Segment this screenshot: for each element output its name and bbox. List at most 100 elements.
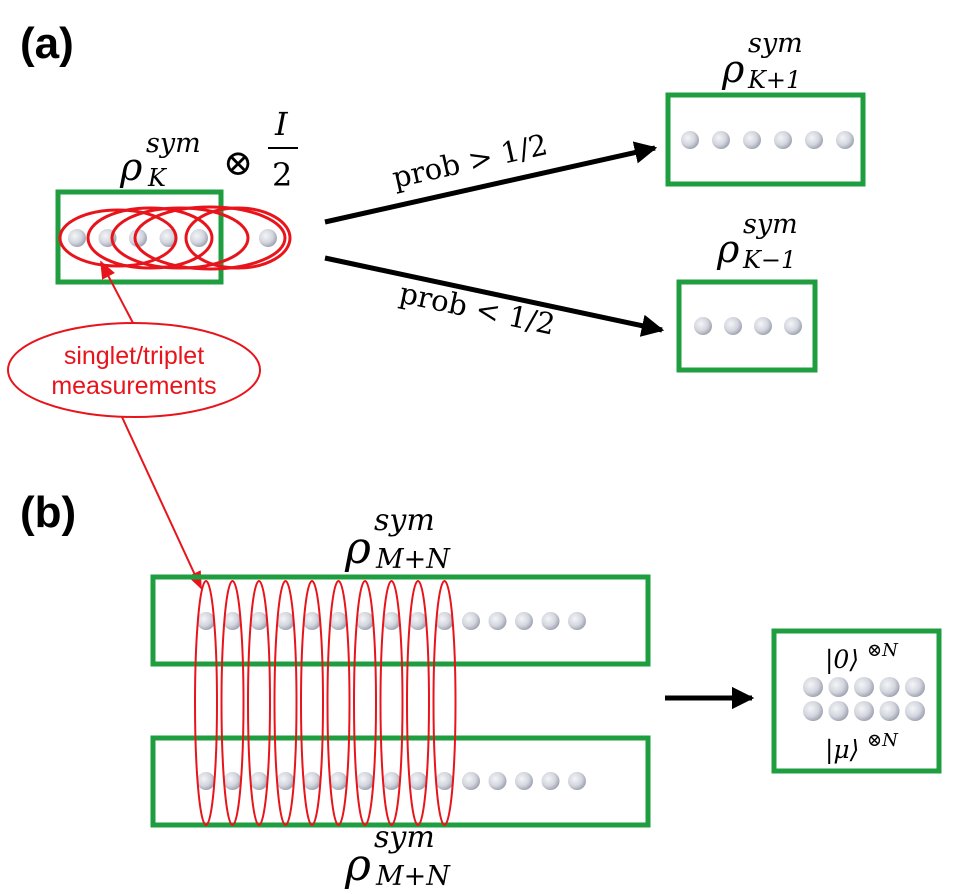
input-state-box: [55, 189, 224, 285]
qubit-sphere-icon: [803, 701, 823, 721]
rho-subscript: K: [147, 164, 168, 192]
fraction-denominator: 2: [272, 156, 292, 194]
qubit-sphere-icon: [329, 772, 348, 790]
ket-mu-power: ⊗N: [867, 730, 899, 751]
qubit-sphere-icon: [568, 772, 586, 790]
measurement-loop: [326, 580, 351, 826]
qubit-sphere-icon: [754, 317, 772, 335]
qubit-sphere-icon: [854, 677, 874, 697]
result-bottom-label: |μ⟩ ⊗N: [825, 730, 899, 765]
callout-line-1: singlet/triplet: [64, 342, 204, 370]
output-bottom-qubit-row: [694, 317, 802, 335]
measurement-loop: [220, 580, 245, 826]
qubit-sphere-icon: [382, 772, 401, 790]
state-top-box: [150, 574, 651, 667]
panel-a-label: (a): [20, 19, 74, 68]
fraction-numerator: I: [274, 105, 289, 143]
qubit-sphere-icon: [836, 131, 854, 149]
qubit-sphere-icon: [250, 612, 268, 630]
measurement-loop: [379, 580, 404, 826]
measurement-loop: [86, 206, 214, 270]
qubit-sphere-icon: [303, 612, 321, 630]
state-bottom-qubit-row: [197, 772, 586, 790]
rho-superscript: sym: [748, 28, 803, 59]
qubit-sphere-icon: [515, 612, 533, 630]
rho-subscript: K+1: [747, 66, 801, 94]
result-top-label: |0⟩ ⊗N: [825, 640, 899, 675]
rho-subscript: K−1: [742, 246, 796, 274]
state-bottom-label: ρ sym M+N: [344, 820, 451, 892]
qubit-sphere-icon: [681, 131, 699, 149]
qubit-sphere-icon: [568, 612, 586, 630]
qubit-sphere-icon: [159, 229, 178, 247]
state-top-label: ρ sym M+N: [344, 503, 451, 575]
measurement-loop: [300, 580, 324, 826]
input-state-label: ρ sym K ⊗ I 2: [119, 105, 298, 194]
qubit-sphere-icon: [805, 131, 823, 149]
output-bottom-label: ρ sym K−1: [716, 209, 798, 274]
measurement-loop: [406, 580, 430, 826]
qubit-sphere-icon: [223, 612, 242, 630]
measurement-loop: [273, 580, 298, 826]
qubit-sphere-icon: [276, 612, 295, 630]
rho-superscript: sym: [374, 820, 435, 855]
qubit-sphere-icon: [129, 229, 147, 247]
arrow-right-icon: [324, 255, 665, 337]
qubit-sphere-icon: [905, 677, 925, 697]
rho-superscript: sym: [146, 128, 201, 159]
qubit-sphere-icon: [905, 701, 925, 721]
qubit-sphere-icon: [694, 317, 712, 335]
qubit-sphere-icon: [828, 701, 849, 721]
qubit-sphere-icon: [774, 131, 792, 149]
ket-mu: |μ⟩: [825, 735, 859, 765]
measurement-loop: [247, 580, 271, 826]
qubit-sphere-icon: [854, 701, 874, 721]
result-box: [771, 628, 942, 774]
callout-bubble: [7, 322, 261, 418]
qubit-sphere-icon: [197, 772, 215, 790]
measurement-loop: [133, 205, 287, 271]
callout-pointer-down: [121, 416, 202, 590]
callout-pointer-up: [100, 260, 134, 324]
ancilla-qubit: [259, 229, 277, 247]
measurement-loop: [194, 580, 218, 826]
qubit-sphere-icon: [197, 612, 215, 630]
qubit-sphere-icon: [879, 677, 900, 697]
arrow-top-label: prob > 1/2: [389, 127, 550, 195]
measurement-loops-b: [194, 580, 457, 826]
measurement-loop: [184, 206, 292, 270]
rho-subscript: M+N: [375, 861, 451, 892]
qubit-sphere-icon: [190, 229, 208, 247]
rho-symbol: ρ: [716, 227, 740, 271]
qubit-sphere-icon: [250, 772, 268, 790]
qubit-sphere-icon: [488, 612, 507, 630]
qubit-sphere-icon: [462, 612, 480, 630]
arrow-bottom-label: prob < 1/2: [397, 276, 558, 342]
measurement-loop: [432, 580, 457, 826]
output-bottom-box: [676, 279, 818, 373]
output-top-label: ρ sym K+1: [721, 28, 803, 94]
qubit-sphere-icon: [382, 612, 401, 630]
qubit-sphere-icon: [743, 131, 761, 149]
qubit-sphere-icon: [435, 772, 454, 790]
state-top-qubit-row: [197, 612, 586, 630]
output-top-qubit-row: [681, 131, 854, 149]
qubit-sphere-icon: [712, 131, 730, 149]
qubit-sphere-icon: [784, 317, 802, 335]
result-qubit-grid: [803, 677, 925, 721]
rho-symbol: ρ: [721, 47, 745, 91]
qubit-sphere-icon: [276, 772, 295, 790]
qubit-sphere-icon: [329, 612, 348, 630]
qubit-sphere-icon: [879, 701, 900, 721]
qubit-sphere-icon: [541, 612, 560, 630]
tensor-product-symbol: ⊗: [223, 143, 253, 184]
measurement-loops-a: [58, 205, 292, 271]
rho-superscript: sym: [743, 209, 798, 240]
measurement-callout: singlet/triplet measurements: [7, 322, 261, 418]
qubit-sphere-icon: [435, 612, 454, 630]
qubit-sphere-icon: [462, 772, 480, 790]
qubit-sphere-icon: [803, 677, 823, 697]
state-bottom-box: [150, 735, 651, 828]
qubit-sphere-icon: [828, 677, 849, 697]
